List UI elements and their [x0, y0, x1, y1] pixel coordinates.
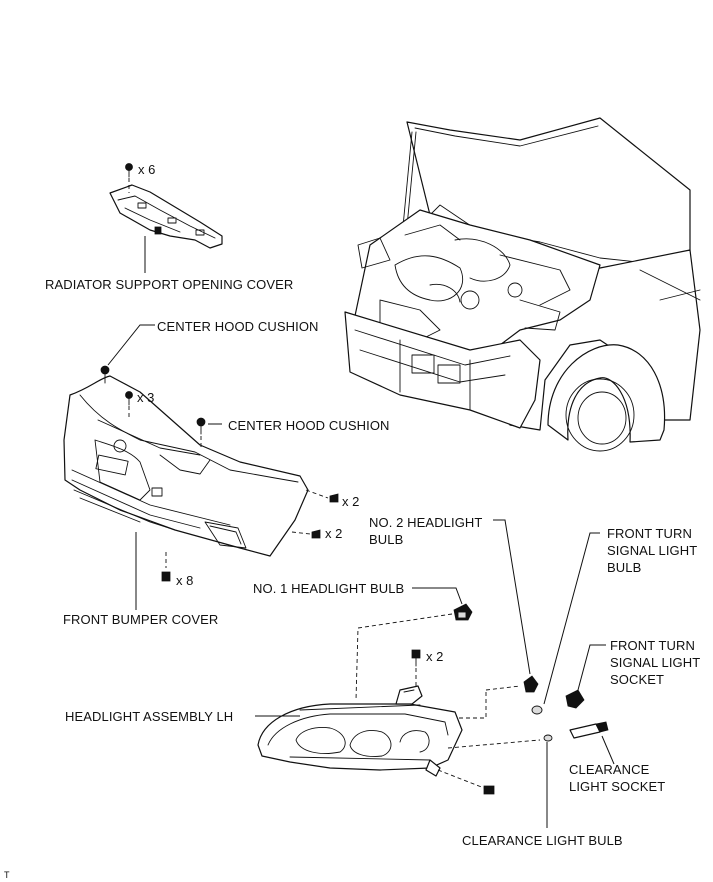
label-radiator-support-opening-cover: RADIATOR SUPPORT OPENING COVER [45, 277, 294, 292]
bolt-icon [483, 785, 495, 795]
label-headlight-assembly-lh: HEADLIGHT ASSEMBLY LH [65, 709, 234, 724]
vehicle-illustration [344, 117, 701, 452]
clearance-light-bulb-part [543, 734, 553, 742]
qty-bumper-bottom-screws: x 8 [176, 573, 194, 588]
label-center-hood-cushion-mid: CENTER HOOD CUSHION [228, 418, 390, 433]
label-center-hood-cushion-top: CENTER HOOD CUSHION [157, 319, 319, 334]
screw-icon [161, 571, 171, 582]
headlight-assembly-part [257, 685, 463, 777]
label-no1-headlight-bulb: NO. 1 HEADLIGHT BULB [253, 581, 405, 596]
no1-headlight-bulb-part [453, 603, 473, 621]
label-clearance-light-bulb: CLEARANCE LIGHT BULB [462, 833, 623, 848]
qty-bumper-top-clips: x 3 [137, 390, 155, 405]
label-no2-headlight-bulb: NO. 2 HEADLIGHT BULB [369, 515, 483, 547]
front-bumper-cover-part [63, 375, 309, 557]
center-hood-cushion-icon [196, 417, 206, 435]
screw-icon [329, 493, 339, 503]
qty-bumper-side-screws-lower: x 2 [325, 526, 343, 541]
clip-icon [125, 163, 133, 178]
bolt-icon [411, 649, 421, 667]
clearance-light-socket-part [569, 721, 609, 739]
radiator-support-opening-cover-part [109, 184, 223, 249]
label-front-bumper-cover: FRONT BUMPER COVER [63, 612, 219, 627]
clip-icon [125, 391, 133, 406]
turn-signal-socket-part [565, 689, 585, 709]
corner-mark: T [4, 870, 10, 880]
label-front-turn-signal-light-socket: FRONT TURN SIGNAL LIGHT SOCKET [610, 638, 701, 687]
label-front-turn-signal-light-bulb: FRONT TURN SIGNAL LIGHT BULB [607, 526, 698, 575]
label-clearance-light-socket: CLEARANCE LIGHT SOCKET [569, 762, 666, 794]
no2-headlight-bulb-part [523, 675, 543, 715]
screw-icon [311, 529, 321, 539]
qty-headlight-bolts: x 2 [426, 649, 444, 664]
qty-cover-clips: x 6 [138, 162, 156, 177]
center-hood-cushion-icon [100, 365, 110, 384]
qty-bumper-side-screws-upper: x 2 [342, 494, 360, 509]
